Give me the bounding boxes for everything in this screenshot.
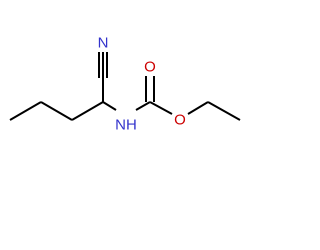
- bond-oester-ch2: [187, 101, 209, 115]
- atom-nh: NH: [115, 117, 137, 134]
- atom-o-carbonyl: O: [144, 59, 156, 76]
- chemical-structure: N O O NH: [9, 35, 241, 134]
- atom-o-ester: O: [174, 112, 186, 129]
- bond-nh-ccarbonyl: [135, 101, 151, 111]
- bond-ch2-ch2: [40, 101, 73, 121]
- bond-ch2-ch3-ethyl: [207, 101, 241, 121]
- atom-n-nitrile: N: [98, 35, 109, 52]
- bond-ch2-ch: [71, 101, 104, 121]
- bond-ch-nh: [102, 101, 117, 111]
- bond-ccarbonyl-oester: [149, 101, 173, 115]
- bond-ch3-ch2: [9, 101, 42, 121]
